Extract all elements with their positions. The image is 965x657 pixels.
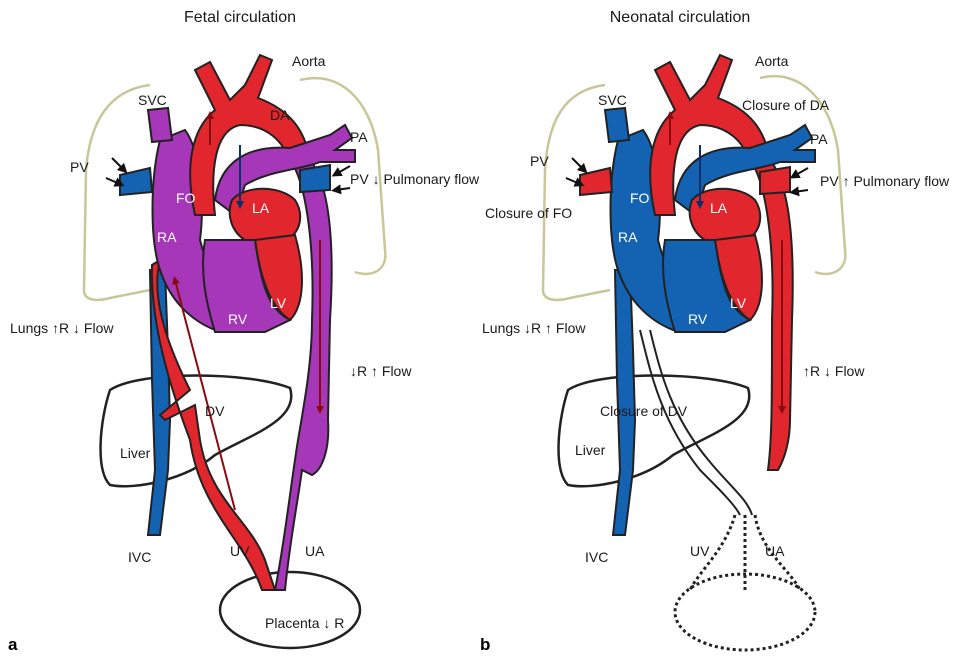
pulmonary-vein-left (580, 168, 612, 195)
label-liver: Liver (120, 445, 151, 461)
label-closure-fo: Closure of FO (485, 205, 572, 221)
label-placenta: Placenta ↓ R (265, 615, 344, 631)
panel-b-letter: b (480, 635, 490, 654)
label-la: LA (710, 200, 728, 216)
label-aorta: Aorta (292, 53, 326, 69)
flow-arrow-icon (106, 178, 120, 184)
label-ivc: IVC (585, 549, 608, 565)
placenta (220, 572, 360, 648)
liver (559, 376, 750, 487)
label-pv-left: PV (70, 159, 89, 175)
label-fo: FO (630, 190, 650, 206)
label-da: DA (270, 107, 290, 123)
label-dv: DV (205, 403, 225, 419)
flow-arrow-icon (336, 188, 350, 190)
label-ua: UA (305, 543, 325, 559)
label-la: LA (252, 200, 270, 216)
panel-b-title: Neonatal circulation (610, 9, 751, 26)
label-uv: UV (690, 543, 710, 559)
label-lv: LV (730, 295, 747, 311)
flow-arrow-icon (794, 168, 808, 176)
label-closure-da: Closure of DA (742, 97, 830, 113)
pulmonary-vein-left (120, 168, 152, 195)
label-pv-flow: PV ↑ Pulmonary flow (820, 173, 950, 189)
label-pv-left: PV (530, 153, 549, 169)
label-closure-dv: Closure of DV (600, 403, 688, 419)
label-ra: RA (157, 229, 177, 245)
label-ra: RA (618, 229, 638, 245)
svc-vessel (605, 108, 629, 142)
label-lungs: Lungs ↓R ↑ Flow (482, 320, 586, 336)
label-lv: LV (270, 295, 287, 311)
label-ua: UA (765, 543, 785, 559)
flow-arrow-icon (336, 166, 350, 174)
placenta-regressed (675, 574, 815, 650)
panel-b-neonatal: Neonatal circulation Aorta SVC Closure o… (480, 9, 950, 654)
pulmonary-vein-right (300, 165, 330, 192)
label-pv-flow: PV ↓ Pulmonary flow (350, 171, 480, 187)
label-systemic: ↓R ↑ Flow (350, 363, 412, 379)
label-lungs: Lungs ↑R ↓ Flow (10, 320, 114, 336)
flow-arrow-icon (566, 178, 580, 184)
svc-vessel (148, 108, 172, 142)
label-aorta: Aorta (755, 53, 789, 69)
label-pa: PA (350, 129, 368, 145)
label-fo: FO (176, 190, 196, 206)
label-svc: SVC (598, 92, 627, 108)
panel-a-fetal: Fetal circulation Aorta SVC DA PA PV PV … (8, 9, 480, 654)
flow-arrow-icon (572, 158, 584, 170)
panel-a-title: Fetal circulation (184, 9, 296, 26)
label-uv: UV (230, 543, 250, 559)
label-ivc: IVC (128, 549, 151, 565)
label-systemic: ↑R ↓ Flow (803, 363, 865, 379)
label-rv: RV (688, 311, 708, 327)
label-rv: RV (228, 311, 248, 327)
label-liver: Liver (575, 442, 606, 458)
panel-a-letter: a (8, 635, 18, 654)
label-svc: SVC (138, 92, 167, 108)
label-pa: PA (810, 131, 828, 147)
flow-arrow-icon (794, 190, 808, 192)
flow-arrow-icon (112, 158, 124, 170)
pulmonary-vein-right (760, 167, 790, 194)
